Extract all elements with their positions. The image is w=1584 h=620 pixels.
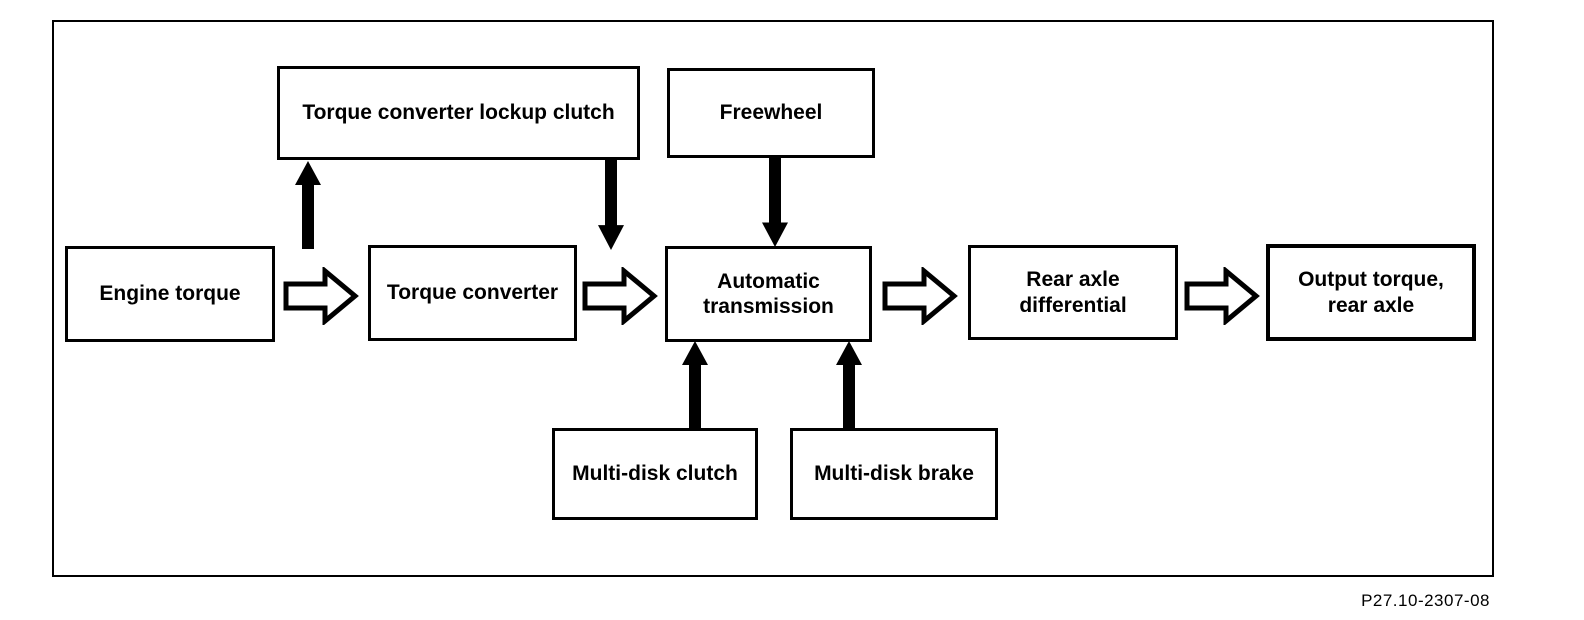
node-automatic-transmission: Automatic transmission: [665, 246, 872, 342]
solid-arrow-multi-disk-clutch-to-transmission: [681, 341, 709, 429]
node-rear-axle-differential: Rear axle differential: [968, 245, 1178, 340]
figure-number: P27.10-2307-08: [1361, 591, 1490, 610]
node-engine-torque: Engine torque: [65, 246, 275, 342]
solid-arrow-multi-disk-brake-to-transmission: [835, 341, 863, 429]
node-output-torque-rear-axle: Output torque, rear axle: [1266, 244, 1476, 341]
block-arrow-torque-converter-to-transmission: [582, 267, 658, 325]
node-torque-converter-lockup-clutch: Torque converter lockup clutch: [277, 66, 640, 160]
node-multi-disk-brake: Multi-disk brake: [790, 428, 998, 520]
block-arrow-differential-to-output: [1184, 267, 1260, 325]
solid-arrow-converter-to-lockup-clutch: [294, 161, 322, 249]
node-multi-disk-clutch: Multi-disk clutch: [552, 428, 758, 520]
block-arrow-transmission-to-differential: [882, 267, 958, 325]
solid-arrow-freewheel-to-transmission: [761, 157, 789, 247]
node-torque-converter: Torque converter: [368, 245, 577, 341]
block-arrow-engine-to-torque-converter: [283, 267, 359, 325]
solid-arrow-lockup-clutch-to-transmission: [597, 159, 625, 250]
node-freewheel: Freewheel: [667, 68, 875, 158]
